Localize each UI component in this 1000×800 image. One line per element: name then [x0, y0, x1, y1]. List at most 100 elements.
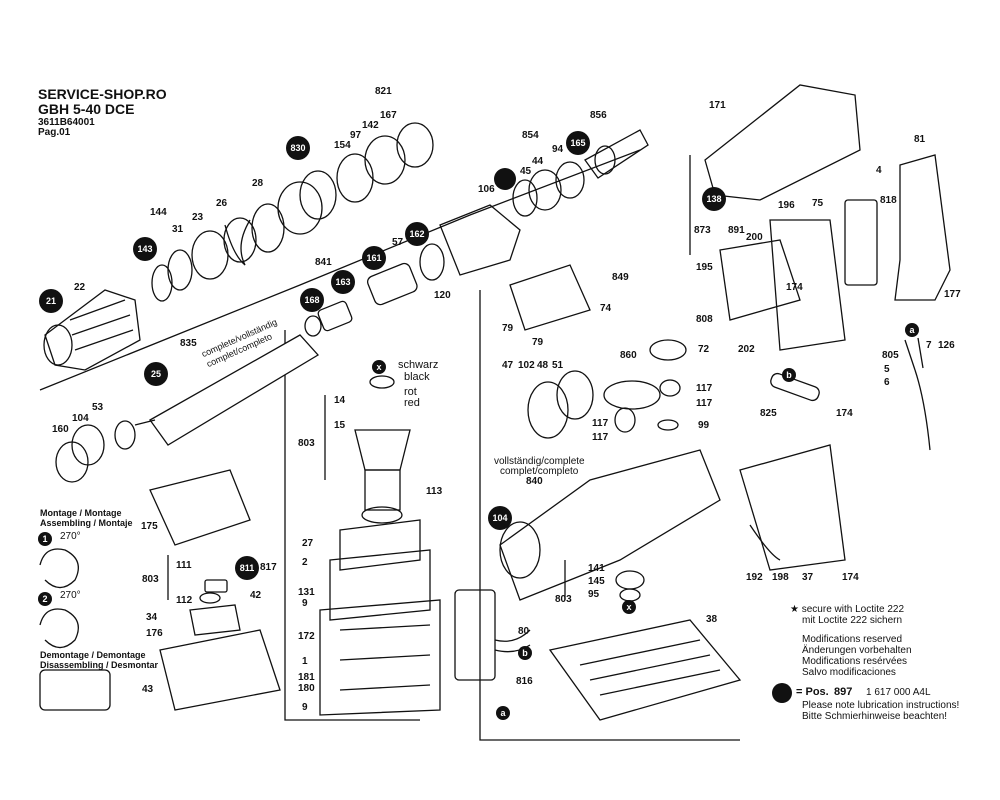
label-99: 99 — [698, 420, 710, 431]
cover-43 — [159, 629, 281, 711]
marker-x-2: x — [622, 600, 636, 614]
label-102: 102 — [518, 360, 535, 371]
spring-montage-1 — [39, 548, 79, 589]
wire-schwarz: schwarz — [398, 359, 439, 371]
striker-841 — [317, 300, 353, 332]
ring-160 — [55, 441, 89, 483]
handle-37 — [739, 444, 846, 571]
label-200: 200 — [746, 232, 763, 243]
label-175: 175 — [141, 521, 158, 532]
label-180: 180 — [298, 683, 315, 694]
bearing-14 — [369, 375, 395, 389]
callout-25: 25 — [144, 362, 168, 386]
label-841: 841 — [315, 257, 332, 268]
label-172: 172 — [298, 631, 315, 642]
chuck-nose-end — [43, 324, 73, 366]
label-112: 112 — [176, 595, 193, 606]
label-113: 113 — [426, 486, 443, 497]
label-106: 106 — [478, 184, 495, 195]
label-42: 42 — [250, 590, 262, 601]
step-two-marker: 2 — [38, 592, 52, 606]
callout-104: 104 — [488, 506, 512, 530]
label-51: 51 — [552, 360, 564, 371]
label-196: 196 — [778, 200, 795, 211]
lube-note-1: Please note lubrication instructions! — [802, 700, 960, 711]
spring-192 — [749, 524, 781, 561]
label-835: 835 — [180, 338, 197, 349]
label-167: 167 — [380, 110, 397, 121]
label-38: 38 — [706, 614, 718, 625]
spring-154 — [336, 153, 374, 203]
wire-red: red — [404, 397, 420, 409]
step-one-marker: 1 — [38, 532, 52, 546]
label-176: 176 — [146, 628, 163, 639]
fan-guide-891 — [719, 239, 801, 321]
marker-b-2: b — [518, 646, 532, 660]
label-181: 181 — [298, 672, 315, 683]
label-873: 873 — [694, 225, 711, 236]
spring-26-coil — [224, 219, 251, 266]
label-174b: 174 — [836, 408, 853, 419]
label-160: 160 — [52, 424, 69, 435]
label-2: 2 — [302, 557, 308, 568]
ring-854 — [512, 179, 538, 217]
plate-34 — [189, 604, 241, 636]
demontage-tool — [39, 669, 111, 711]
label-44: 44 — [532, 156, 544, 167]
cover-849 — [509, 264, 591, 331]
label-47: 47 — [502, 360, 514, 371]
label-7: 7 — [926, 340, 932, 351]
label-79a: 79 — [502, 323, 514, 334]
mod-note-3: Modifications resérvées — [802, 656, 908, 667]
label-171: 171 — [709, 100, 726, 111]
angle-1: 270° — [60, 531, 81, 542]
label-4: 4 — [876, 165, 882, 176]
label-818: 818 — [880, 195, 897, 206]
label-80: 80 — [518, 626, 530, 637]
label-9b: 9 — [302, 702, 308, 713]
label-177: 177 — [944, 289, 961, 300]
switch-818 — [844, 199, 878, 286]
pos-prefix: = Pos. — [796, 686, 829, 698]
label-816: 816 — [516, 676, 533, 687]
label-81: 81 — [914, 134, 926, 145]
ring-830 — [277, 181, 323, 235]
base-cover-38 — [548, 619, 742, 721]
wire-black: black — [404, 371, 430, 383]
label-75: 75 — [812, 198, 824, 209]
callout-161: 161 — [362, 246, 386, 270]
label-37: 37 — [802, 572, 814, 583]
piston-57 — [366, 262, 418, 306]
callout-143: 143 — [133, 237, 157, 261]
stator-2 — [329, 549, 431, 621]
loctite-text-1: secure with Loctite 222 — [801, 604, 905, 615]
label-117b: 117 — [696, 398, 713, 409]
gear-housing-front — [499, 521, 541, 579]
complete-label-4: complet/completo — [500, 466, 579, 477]
label-26: 26 — [216, 198, 228, 209]
loctite-note-2: mit Loctite 222 sichern — [802, 615, 903, 626]
barrel-end — [114, 420, 136, 450]
ring-168 — [304, 315, 322, 337]
mod-note-2: Änderungen vorbehalten — [802, 645, 912, 656]
callout-830: 830 — [286, 136, 310, 160]
callout-138: 138 — [702, 187, 726, 211]
label-14: 14 — [334, 395, 346, 406]
label-57: 57 — [392, 237, 404, 248]
label-174c: 174 — [842, 572, 859, 583]
label-860: 860 — [620, 350, 637, 361]
loctite-note-1: ★ secure with Loctite 222 — [790, 604, 905, 615]
lube-legend-dot — [772, 683, 792, 703]
label-53: 53 — [92, 402, 104, 413]
housing-75 — [769, 219, 846, 351]
label-94: 94 — [552, 144, 564, 155]
guide-106 — [439, 204, 521, 276]
label-803b: 803 — [298, 438, 315, 449]
shop-title: SERVICE-SHOP.RO — [38, 86, 167, 102]
label-192: 192 — [746, 572, 763, 583]
label-72: 72 — [698, 344, 710, 355]
demontage-title-1: Demontage / Demontage — [40, 650, 146, 660]
lube-note-2: Bitte Schmierhinweise beachten! — [802, 711, 948, 722]
mod-note-4: Salvo modificaciones — [802, 667, 896, 678]
